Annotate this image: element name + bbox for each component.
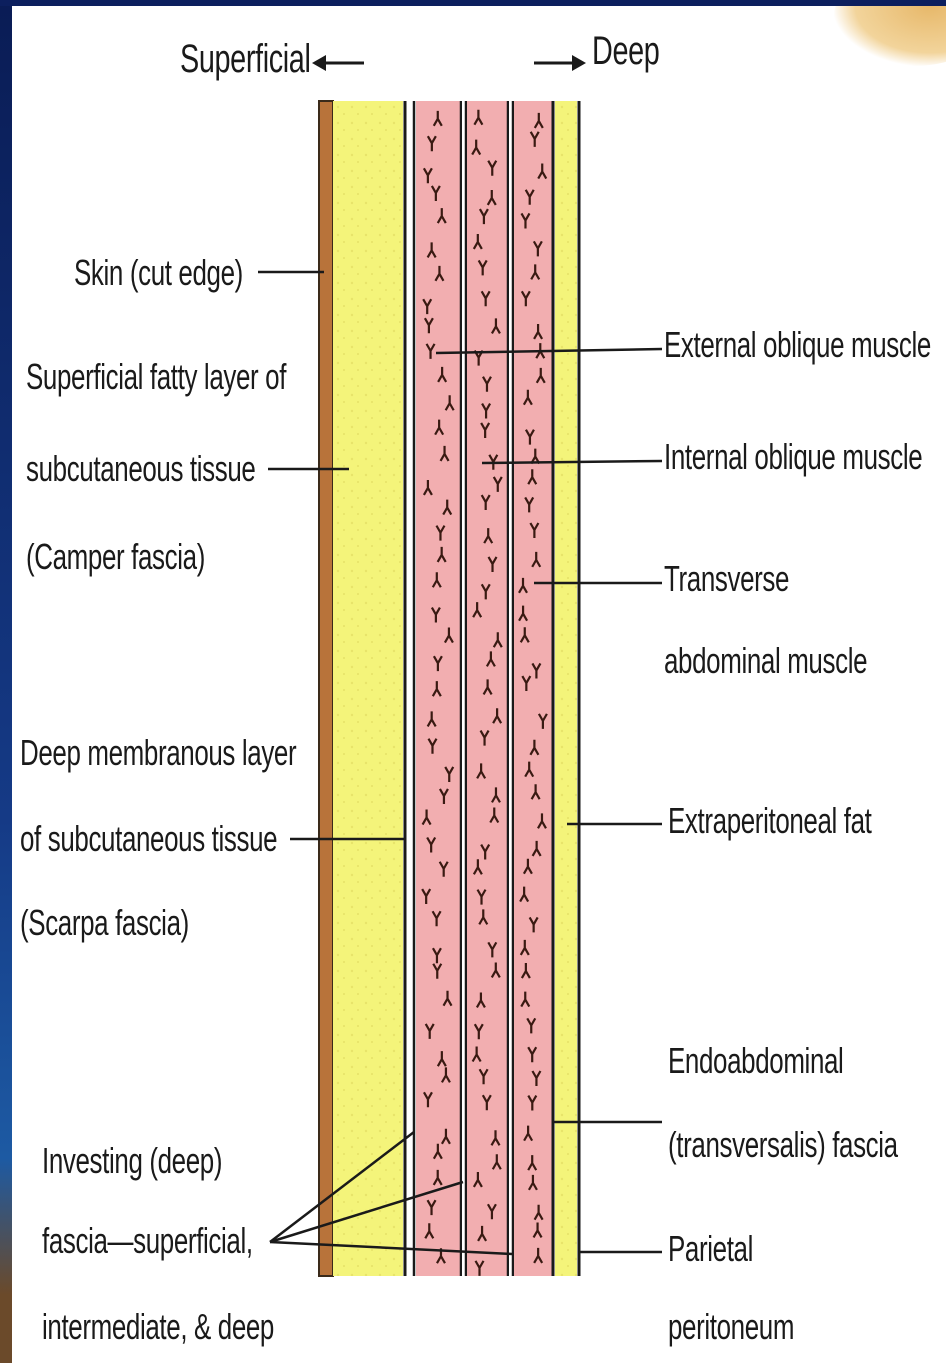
label-extraperitoneal: Extraperitoneal fat (668, 800, 872, 842)
skin-layer (319, 101, 333, 1276)
label-scarpa-line-1: Deep membranous layer (20, 732, 296, 774)
superficial-direction-label: Superficial (180, 36, 311, 82)
label-endoabdominal-line-1: Endoabdominal (668, 1040, 843, 1082)
label-transverse-line-2: abdominal muscle (664, 640, 867, 682)
deep-direction-label: Deep (592, 28, 659, 74)
label-investing-line-2: fascia—superficial, (42, 1220, 253, 1262)
camper-fat-layer (333, 101, 403, 1276)
diagram-panel: Superficial Deep Skin (cut edge) Superfi… (12, 6, 946, 1363)
label-camper-line-1: Superficial fatty layer of (26, 356, 286, 398)
label-investing-line-1: Investing (deep) (42, 1140, 222, 1182)
label-internal-oblique: Internal oblique muscle (664, 436, 922, 478)
label-camper-line-2: subcutaneous tissue (26, 448, 255, 490)
slide-left-border (0, 0, 12, 1363)
label-parietal-line-1: Parietal (668, 1228, 753, 1270)
label-endoabdominal-line-2: (transversalis) fascia (668, 1124, 898, 1166)
label-external-oblique: External oblique muscle (664, 324, 931, 366)
label-investing-line-3: intermediate, & deep (42, 1306, 274, 1348)
label-scarpa-line-2: of subcutaneous tissue (20, 818, 277, 860)
label-transverse-line-1: Transverse (664, 558, 789, 600)
label-skin: Skin (cut edge) (74, 252, 243, 294)
label-camper-line-3: (Camper fascia) (26, 536, 205, 578)
extraperitoneal-fat-layer (555, 101, 577, 1276)
superficial-arrow (312, 55, 364, 71)
label-parietal-line-2: peritoneum (668, 1306, 794, 1348)
label-scarpa-line-3: (Scarpa fascia) (20, 902, 189, 944)
deep-arrow (534, 55, 586, 71)
